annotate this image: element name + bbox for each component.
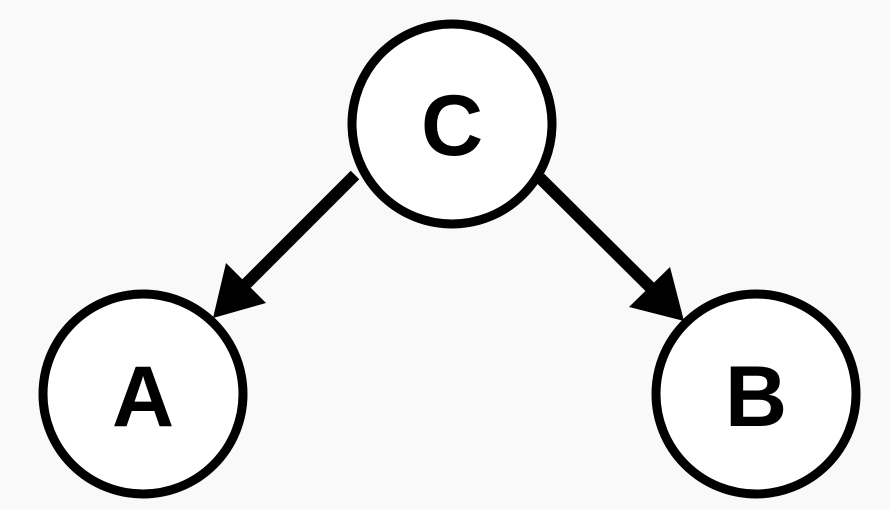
edge-c-to-b-arrowhead xyxy=(629,267,684,321)
node-c-circle xyxy=(347,19,557,229)
node-b-circle xyxy=(651,289,861,499)
node-c: C xyxy=(347,19,557,229)
node-a-label: A xyxy=(112,349,174,445)
edge-c-to-a-line xyxy=(233,170,360,297)
node-a: A xyxy=(38,289,248,499)
node-b-label: B xyxy=(725,349,787,445)
node-a-circle xyxy=(38,289,248,499)
node-b: B xyxy=(651,289,861,499)
edge-c-to-a xyxy=(213,170,360,318)
edge-c-to-b-line xyxy=(535,173,663,300)
node-c-label: C xyxy=(421,78,483,174)
edge-c-to-b xyxy=(535,173,684,321)
edge-c-to-a-arrowhead xyxy=(213,263,266,318)
